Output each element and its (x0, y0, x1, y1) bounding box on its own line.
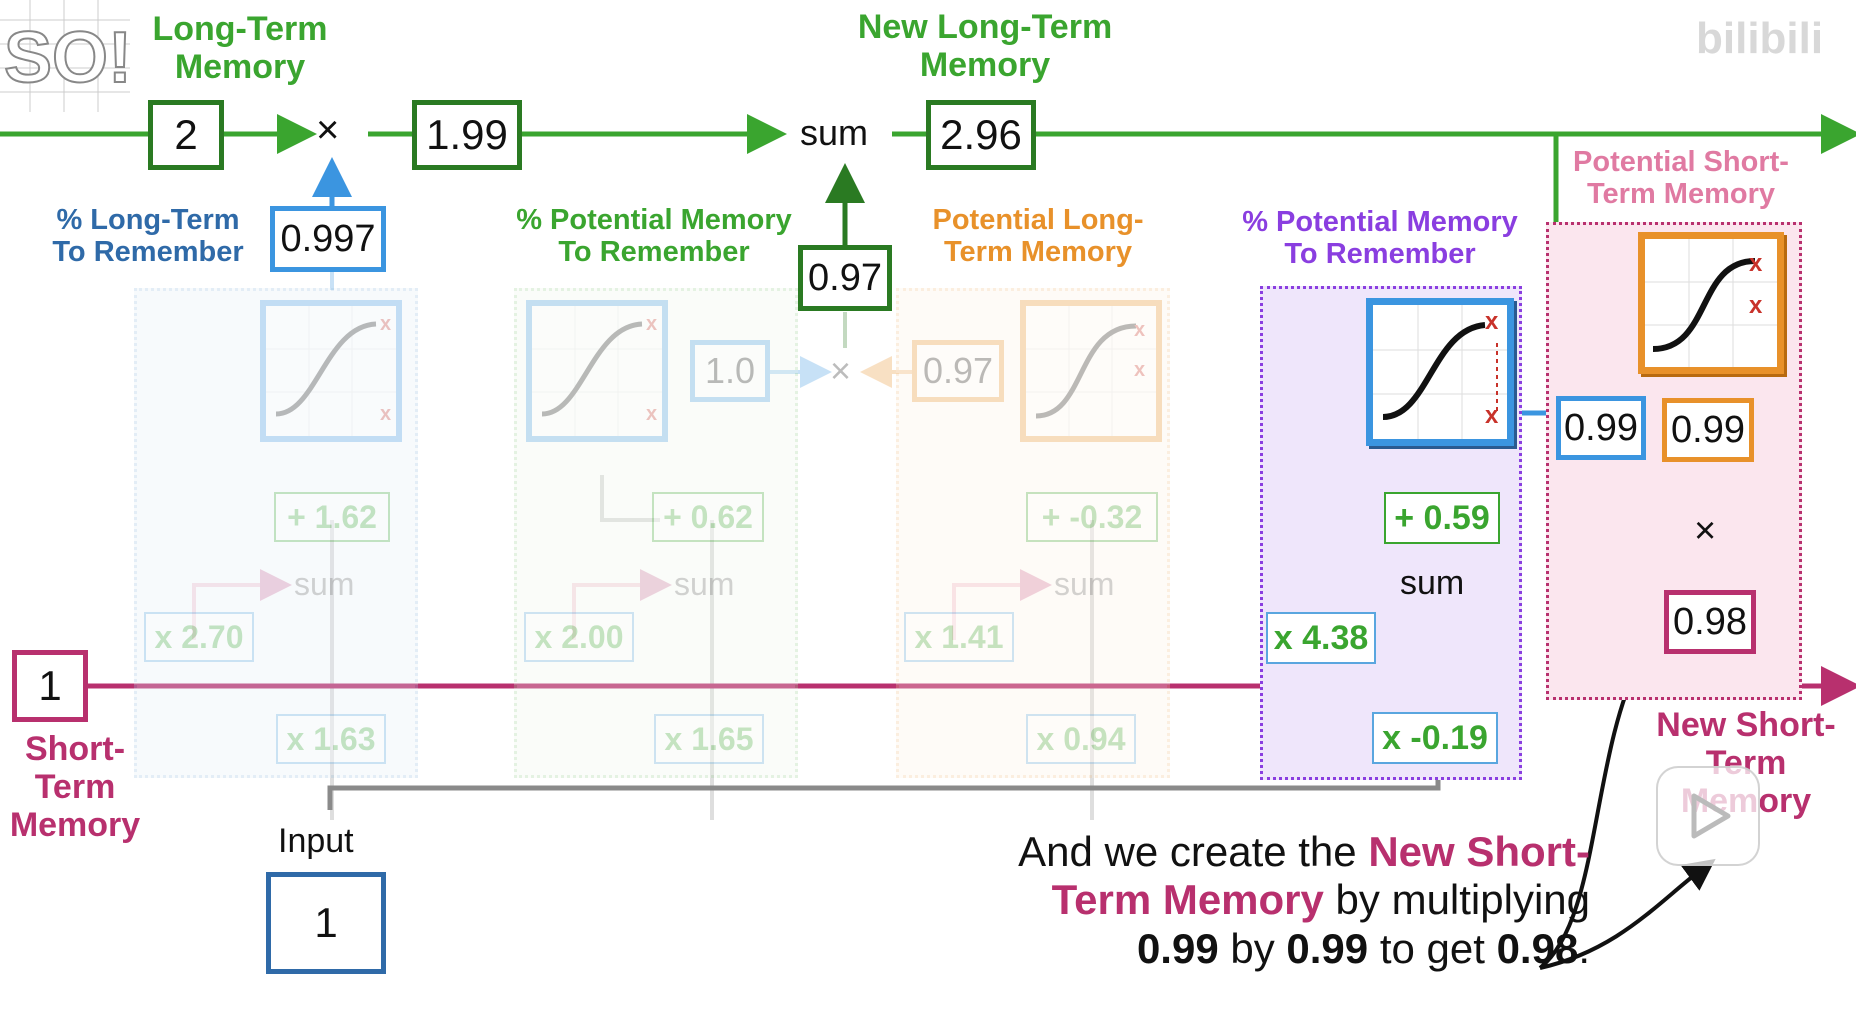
bilibili-watermark: bilibili (1696, 14, 1824, 63)
long-term-in-box: 2 (148, 100, 224, 170)
play-icon (1691, 793, 1731, 839)
gate2-sum: sum (674, 566, 735, 602)
potential-long-term-label: Potential Long- Term Memory (932, 204, 1144, 269)
potential-short-term-label: Potential Short- Term Memory (1573, 146, 1789, 211)
input-gate-panel (514, 288, 798, 778)
svg-text:SO!: SO! (4, 18, 132, 98)
input-value-box: 1 (266, 872, 386, 974)
output-gate-input-weight: x -0.19 (1372, 712, 1498, 764)
svg-text:x: x (380, 313, 391, 335)
gate3-input-weight: x 0.94 (1026, 714, 1136, 764)
play-button[interactable] (1656, 766, 1760, 866)
input-gate-out-box: 1.0 (690, 340, 770, 402)
svg-text:x: x (1749, 250, 1763, 277)
svg-text:x: x (1485, 402, 1499, 429)
gate1-short-weight: x 2.70 (144, 612, 254, 662)
candidate-out-box: 0.97 (912, 340, 1004, 402)
sum-long-term: sum (800, 112, 869, 153)
pct-long-term-label: % Long-Term To Remember (52, 204, 244, 269)
gate3-short-weight: x 1.41 (904, 612, 1014, 662)
svg-text:x: x (1134, 359, 1145, 381)
svg-text:x: x (1134, 319, 1145, 341)
gate2-input-weight: x 1.65 (654, 714, 764, 764)
short-term-in-box: 1 (12, 650, 88, 722)
new-short-term-box: 0.98 (1664, 590, 1756, 654)
gate2-bias: + 0.62 (652, 492, 764, 542)
forget-gate-out-box: 0.997 (270, 206, 386, 272)
potential-product-box: 0.97 (798, 245, 892, 311)
potential-multiply-sign: × (830, 350, 852, 391)
short-term-memory-label: Short- Term Memory (9, 730, 141, 845)
caption-text: And we create the New Short- Term Memory… (1018, 828, 1590, 972)
gate1-bias: + 1.62 (274, 492, 390, 542)
new-long-term-box: 2.96 (926, 100, 1036, 170)
gate3-bias: + -0.32 (1026, 492, 1158, 542)
candidate-gate-panel (896, 288, 1170, 778)
pct-potential-memory-label-2: % Potential Memory To Remember (1242, 206, 1518, 271)
output-gate-bias: + 0.59 (1384, 492, 1500, 544)
gate1-sum: sum (294, 566, 355, 602)
statquest-logo: SO! (0, 0, 140, 112)
short-term-multiply-sign: × (1694, 510, 1717, 552)
svg-text:x: x (1485, 308, 1499, 335)
long-term-scaled-box: 1.99 (412, 100, 522, 170)
svg-text:x: x (646, 403, 657, 425)
gate3-sum: sum (1054, 566, 1115, 602)
tanh-out-box: 0.99 (1662, 398, 1754, 462)
new-long-term-memory-label: New Long-Term Memory (857, 8, 1113, 85)
output-gate-sum: sum (1400, 564, 1465, 602)
forget-multiply-sign: × (316, 108, 340, 152)
output-gate-out-box: 0.99 (1556, 396, 1646, 460)
gate1-input-weight: x 1.63 (276, 714, 386, 764)
svg-text:x: x (380, 403, 391, 425)
output-gate-short-weight: x 4.38 (1266, 612, 1376, 664)
pct-potential-memory-label-1: % Potential Memory To Remember (516, 204, 792, 269)
svg-text:x: x (646, 313, 657, 335)
long-term-memory-label: Long-Term Memory (152, 10, 328, 87)
svg-text:x: x (1749, 292, 1763, 319)
input-label: Input (278, 822, 354, 860)
gate2-short-weight: x 2.00 (524, 612, 634, 662)
forget-gate-panel (134, 288, 418, 778)
